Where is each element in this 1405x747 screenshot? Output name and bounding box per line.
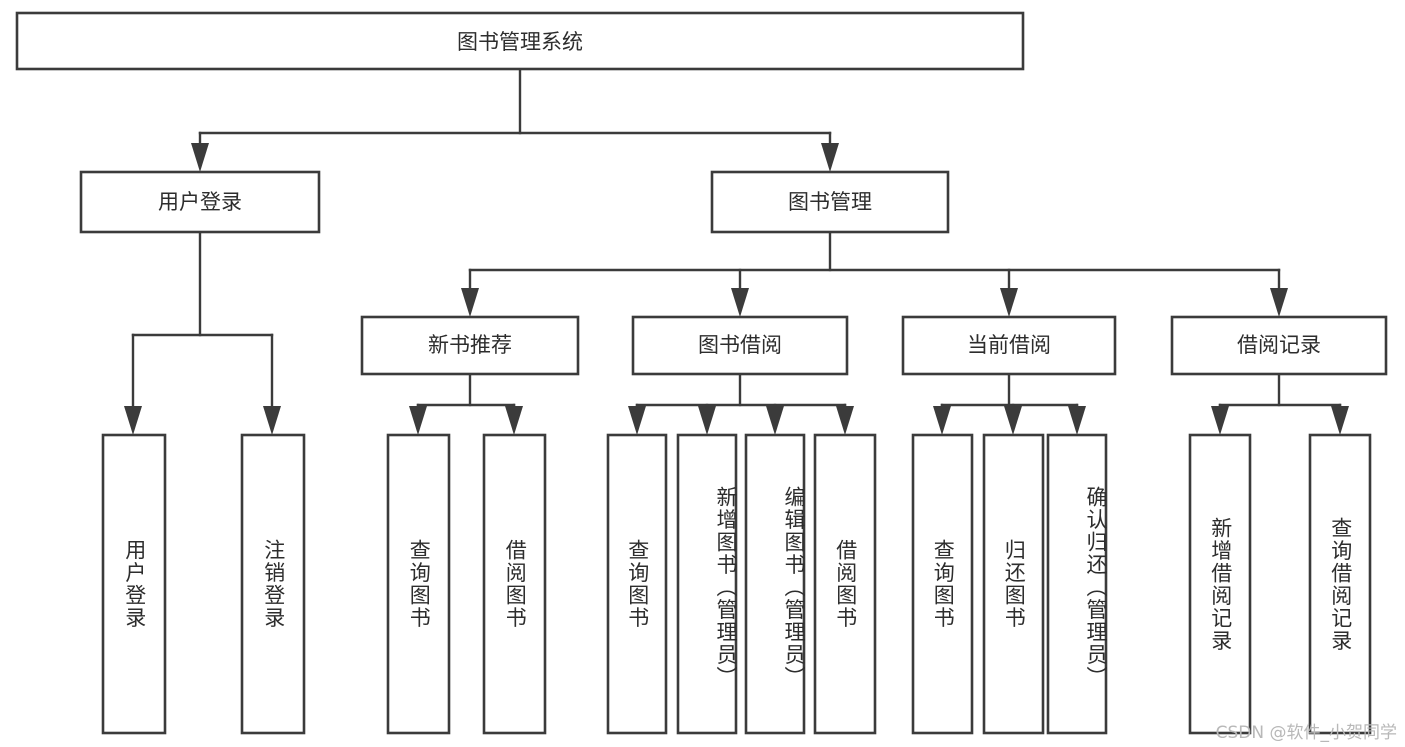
arrow-head-borrow-record — [1270, 288, 1288, 317]
node-current-borrow-label: 当前借阅 — [967, 333, 1051, 357]
arrow-head-new-book-recommend — [461, 288, 479, 317]
arrow-head-leaf-query-book-3 — [933, 406, 951, 435]
node-book-borrow-label: 图书借阅 — [698, 333, 782, 357]
arrow-head-user-login — [191, 143, 209, 172]
arrow-head-leaf-query-record — [1331, 406, 1349, 435]
arrow-head-book-manage — [821, 143, 839, 172]
node-leaf-borrow-book-1[interactable] — [482, 433, 547, 735]
node-book-manage-label: 图书管理 — [788, 190, 872, 214]
arrow-head-book-borrow — [731, 288, 749, 317]
node-leaf-query-record[interactable] — [1308, 433, 1372, 735]
node-user-login-label: 用户登录 — [158, 190, 242, 214]
node-leaf-borrow-book-2[interactable] — [813, 433, 877, 735]
node-new-book-recommend[interactable]: 新书推荐 — [360, 315, 580, 376]
arrow-head-leaf-return-book — [1004, 406, 1022, 435]
node-leaf-query-book-1[interactable] — [386, 433, 451, 735]
node-user-login[interactable]: 用户登录 — [79, 170, 321, 234]
node-leaf-user-login[interactable] — [101, 433, 167, 735]
node-leaf-query-book-2[interactable] — [606, 433, 668, 735]
node-leaf-add-book[interactable] — [676, 433, 738, 735]
arrow-head-leaf-confirm-return — [1068, 406, 1086, 435]
node-leaf-logout[interactable] — [240, 433, 306, 735]
node-leaf-edit-book[interactable] — [744, 433, 806, 735]
node-new-book-recommend-label: 新书推荐 — [428, 333, 512, 357]
node-leaf-add-record[interactable] — [1188, 433, 1252, 735]
node-book-borrow[interactable]: 图书借阅 — [631, 315, 849, 376]
node-book-manage[interactable]: 图书管理 — [710, 170, 950, 234]
node-leaf-return-book[interactable] — [982, 433, 1045, 735]
arrow-head-current-borrow — [1000, 288, 1018, 317]
node-current-borrow[interactable]: 当前借阅 — [901, 315, 1117, 376]
watermark-text: CSDN @软件_小贺同学 — [1215, 723, 1397, 743]
node-leaf-query-book-3[interactable] — [911, 433, 974, 735]
node-borrow-record[interactable]: 借阅记录 — [1170, 315, 1388, 376]
arrow-head-leaf-edit-book — [766, 406, 784, 435]
arrow-head-leaf-logout — [263, 406, 281, 435]
arrow-head-leaf-user-login — [124, 406, 142, 435]
connector-layer — [124, 67, 1349, 435]
node-root[interactable]: 图书管理系统 — [15, 11, 1025, 71]
arrow-head-leaf-borrow-book-1 — [505, 406, 523, 435]
arrow-head-leaf-query-book-2 — [628, 406, 646, 435]
arrow-head-leaf-query-book-1 — [409, 406, 427, 435]
node-leaf-confirm-return[interactable] — [1046, 433, 1108, 735]
arrow-head-leaf-add-book — [698, 406, 716, 435]
node-root-label: 图书管理系统 — [457, 30, 583, 54]
arrow-head-leaf-add-record — [1211, 406, 1229, 435]
node-layer: 图书管理系统 用户登录 图书管理 新书推荐 图书借阅 当前 — [15, 11, 1388, 735]
arrow-head-leaf-borrow-book-2 — [836, 406, 854, 435]
node-borrow-record-label: 借阅记录 — [1237, 333, 1321, 357]
